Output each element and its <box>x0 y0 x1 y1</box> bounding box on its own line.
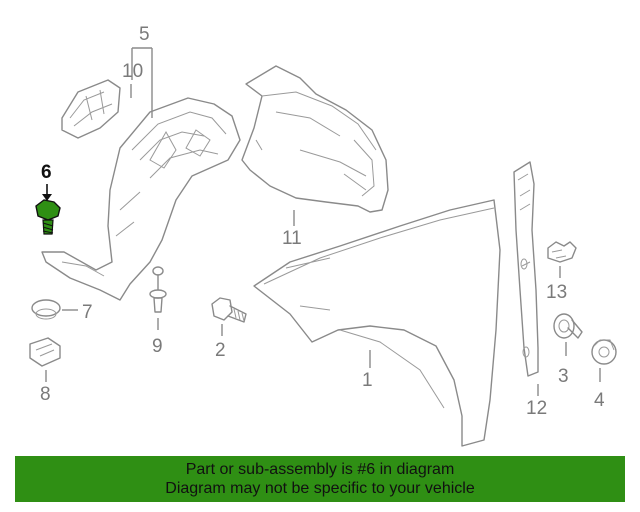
callout-1[interactable]: 1 <box>362 370 373 391</box>
callout-3[interactable]: 3 <box>558 366 569 387</box>
part-info-banner: Part or sub-assembly is #6 in diagram Di… <box>15 456 625 502</box>
callout-2[interactable]: 2 <box>215 340 226 361</box>
part-4-nut[interactable]: 4 <box>591 339 617 411</box>
part-2-bolt[interactable]: 2 <box>211 297 247 361</box>
callout-12[interactable]: 12 <box>526 398 547 419</box>
callout-5[interactable]: 5 <box>139 24 150 45</box>
part-8-unut[interactable]: 8 <box>29 337 61 405</box>
parts-diagram: 5 10 6 7 8 <box>29 24 617 447</box>
leader-5 <box>131 47 153 118</box>
part-9-pushpin[interactable]: 9 <box>149 266 167 357</box>
callout-4[interactable]: 4 <box>594 390 605 411</box>
part-10-bracket[interactable] <box>61 79 121 139</box>
callout-8[interactable]: 8 <box>40 384 51 405</box>
banner-line-disclaimer: Diagram may not be specific to your vehi… <box>165 480 475 497</box>
callout-13[interactable]: 13 <box>546 282 567 303</box>
part-12-seal[interactable]: 12 <box>513 161 547 419</box>
part-5-fender-liner[interactable] <box>41 97 241 301</box>
callout-group-6: 6 <box>41 162 52 201</box>
part-13-clip[interactable]: 13 <box>546 241 577 303</box>
callout-group-5-10: 5 10 <box>122 24 153 118</box>
callout-10[interactable]: 10 <box>122 61 143 82</box>
part-11-rear-liner[interactable]: 11 <box>241 65 389 249</box>
part-1-fender[interactable]: 1 <box>253 199 501 447</box>
callout-7[interactable]: 7 <box>82 302 93 323</box>
part-6-bolt[interactable] <box>35 199 61 235</box>
part-7-clip[interactable]: 7 <box>31 299 93 323</box>
part-3-stud[interactable]: 3 <box>553 313 583 387</box>
callout-6[interactable]: 6 <box>41 162 52 183</box>
callout-9[interactable]: 9 <box>152 336 163 357</box>
banner-line-part: Part or sub-assembly is #6 in diagram <box>185 461 455 478</box>
callout-11[interactable]: 11 <box>282 228 302 249</box>
